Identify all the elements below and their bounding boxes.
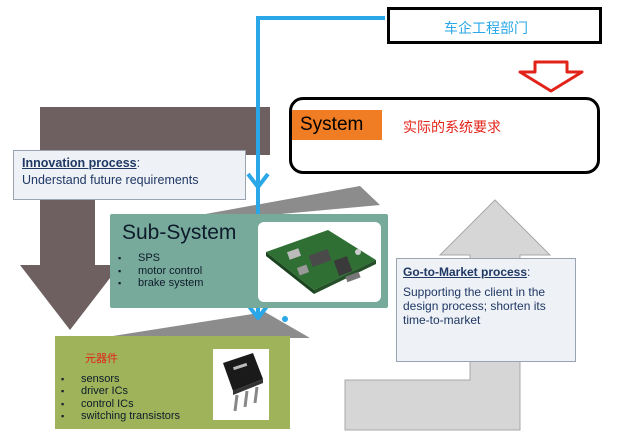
flow-dot: [282, 316, 288, 322]
component-item: switching transistors: [61, 410, 180, 422]
component-item: sensors: [61, 373, 180, 385]
innovation-text: Understand future requirements: [22, 173, 199, 187]
subsystem-item: SPS: [118, 252, 203, 265]
innovation-title: Innovation process: [22, 156, 137, 170]
components-list: sensors driver ICs control ICs switching…: [61, 373, 180, 422]
subsystem-item: motor control: [118, 265, 203, 278]
ramp-upper: [200, 186, 380, 215]
flow-arrowhead-mid: [246, 172, 270, 189]
system-requirement: 实际的系统要求: [403, 119, 501, 135]
department-label: 车企工程部门: [444, 20, 528, 36]
down-arrow-red: [518, 60, 584, 93]
go-to-market-text: Supporting the client in the design proc…: [403, 285, 546, 327]
go-to-market-box: Go-to-Market process: Supporting the cli…: [396, 258, 576, 362]
go-to-market-heading: Go-to-Market process:: [403, 265, 569, 279]
department-box: [387, 7, 602, 44]
ramp-lower: [100, 312, 310, 338]
component-item: control ICs: [61, 398, 180, 410]
system-tag: System: [292, 110, 382, 140]
components-title: 元器件: [85, 353, 118, 365]
innovation-colon: :: [136, 156, 141, 170]
go-to-market-title: Go-to-Market process: [403, 265, 528, 279]
subsystem-item: brake system: [118, 277, 203, 290]
circuit-board-image: [258, 222, 381, 302]
subsystem-list: SPS motor control brake system: [118, 252, 203, 290]
transistor-chip-image: [213, 349, 269, 420]
subsystem-title: Sub-System: [122, 221, 237, 244]
system-box: [289, 97, 600, 174]
component-item: driver ICs: [61, 385, 180, 397]
innovation-box: Innovation process: Understand future re…: [13, 150, 246, 200]
innovation-heading: Innovation process:: [22, 156, 237, 170]
go-to-market-colon: :: [527, 265, 531, 279]
innovation-arrow-top: [40, 107, 270, 155]
flow-arrowhead-bottom: [246, 303, 270, 320]
